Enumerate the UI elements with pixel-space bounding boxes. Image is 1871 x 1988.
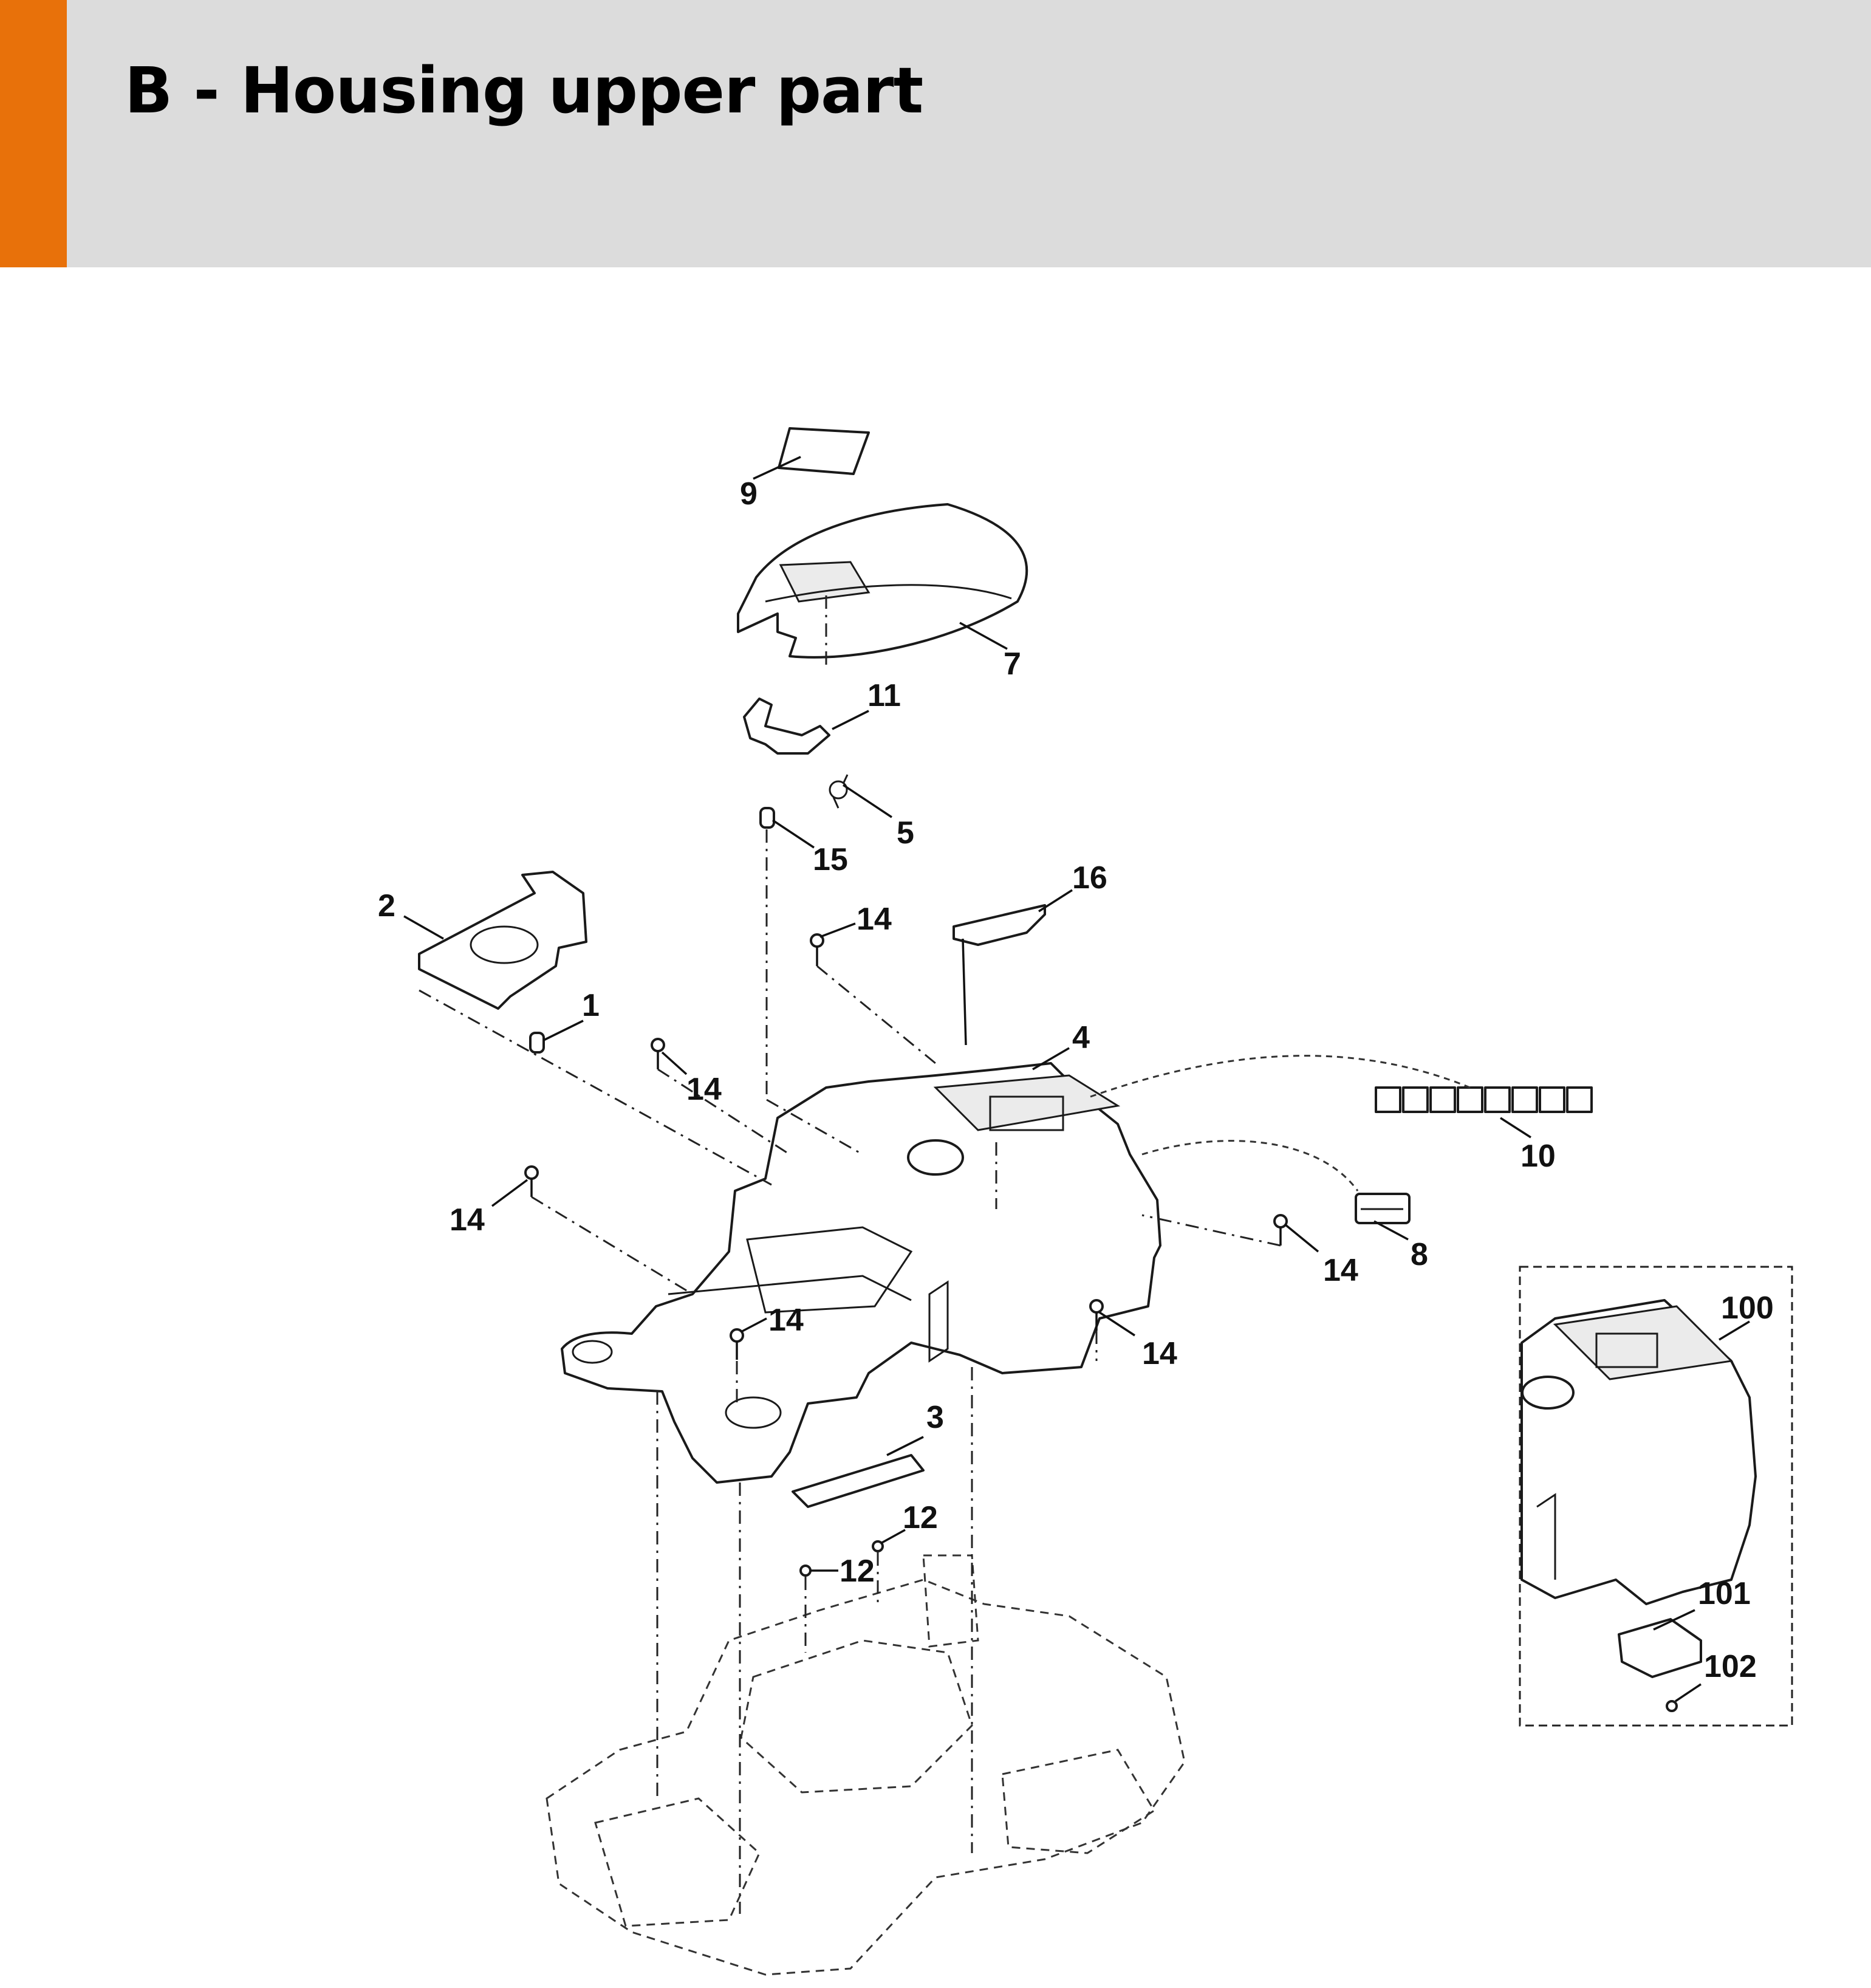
page-title: B - Housing upper part (125, 53, 923, 128)
callout-102: 102 (1704, 1649, 1757, 1684)
callout-12-a: 12 (903, 1500, 938, 1535)
callout-16: 16 (1072, 860, 1107, 896)
part-7-cover (737, 503, 1028, 659)
callout-7: 7 (1004, 646, 1021, 682)
callout-9: 9 (740, 476, 758, 512)
part-3-plate (792, 1454, 925, 1508)
callout-15: 15 (813, 842, 848, 877)
leader-lines (403, 456, 1750, 1702)
callout-14-a: 14 (857, 902, 892, 937)
callout-10: 10 (1520, 1139, 1556, 1174)
part-11-latch (743, 698, 830, 755)
part-12-fasteners (799, 1540, 884, 1577)
callout-5: 5 (897, 815, 914, 851)
callout-14-d: 14 (768, 1303, 804, 1338)
header-bar (0, 0, 1871, 267)
part-10-warning-decals (1375, 1086, 1593, 1113)
callout-14-c: 14 (450, 1202, 485, 1238)
part-8-rating-plate (1355, 1193, 1411, 1224)
callout-11: 11 (867, 678, 901, 713)
callout-labels: 9 7 11 5 15 2 1 16 14 14 14 14 4 10 8 14… (378, 476, 1774, 1684)
callout-14-e: 14 (1323, 1253, 1358, 1288)
part-2-bracket (418, 871, 587, 1010)
callout-3: 3 (926, 1400, 944, 1435)
callout-14-f: 14 (1142, 1336, 1177, 1371)
part-15-pin (759, 807, 775, 829)
accent-bar (0, 0, 67, 267)
lower-chassis-ghost (546, 1554, 1186, 1976)
inset-alternative-housing (1519, 1266, 1793, 1727)
callout-2: 2 (378, 888, 395, 924)
callout-12-b: 12 (840, 1554, 875, 1589)
callout-1: 1 (582, 988, 600, 1023)
part-4-housing (561, 1062, 1161, 1484)
part-5-spring (829, 774, 849, 809)
callout-14-b: 14 (686, 1072, 722, 1107)
callout-8: 8 (1411, 1237, 1428, 1272)
part-16-cable-label (953, 904, 1046, 1046)
callout-4: 4 (1072, 1020, 1090, 1055)
part-9-label (778, 427, 870, 475)
part-1-pin (529, 1032, 545, 1054)
callout-101: 101 (1698, 1576, 1751, 1611)
callout-100: 100 (1721, 1290, 1774, 1326)
part-14-screws (524, 933, 1288, 1360)
assembly-lines (419, 595, 1471, 1914)
